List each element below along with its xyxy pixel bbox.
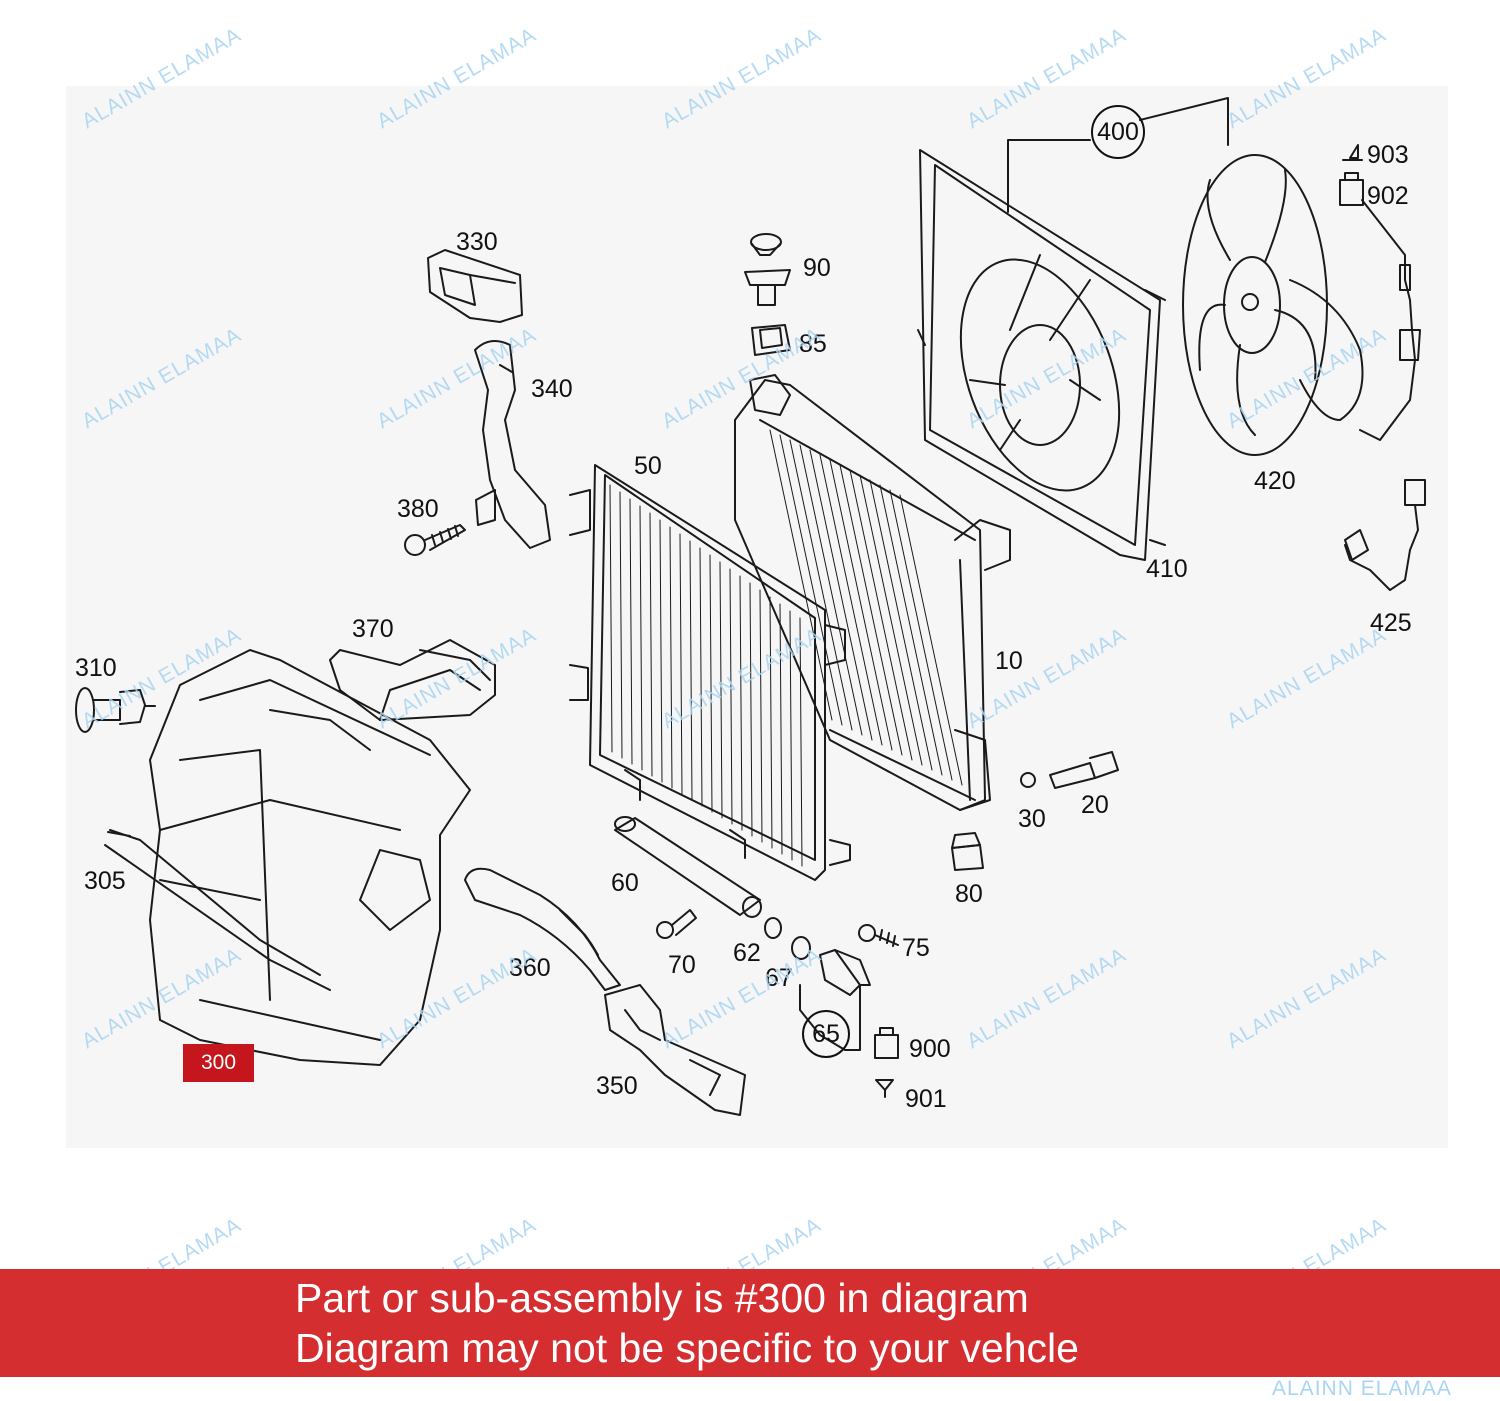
- condenser-50-drawing: [569, 464, 851, 881]
- callout-420: 420: [1254, 467, 1296, 495]
- radiator-10-drawing: [734, 374, 1011, 811]
- mount-85-drawing: [751, 324, 791, 356]
- bolt-380-drawing: [404, 524, 466, 556]
- drier-60-drawing: [614, 816, 762, 918]
- callout-75: 75: [902, 934, 930, 962]
- callout-20: 20: [1081, 791, 1109, 819]
- washer-30-drawing: [1020, 772, 1036, 788]
- plug-900-drawing: [874, 1027, 899, 1059]
- callout-310: 310: [75, 654, 117, 682]
- pressure-switch-65-drawing: [819, 949, 871, 996]
- oring-62-drawing: [764, 917, 782, 939]
- callout-400: 400: [1091, 105, 1145, 159]
- callout-30: 30: [1018, 805, 1046, 833]
- callout-80: 80: [955, 880, 983, 908]
- callout-900: 900: [909, 1035, 951, 1063]
- harness-drawing: [1359, 199, 1416, 441]
- highlighted-part-300: 300: [183, 1044, 254, 1082]
- duct-350-drawing: [604, 984, 746, 1116]
- callout-70: 70: [668, 951, 696, 979]
- callout-90: 90: [803, 254, 831, 282]
- leader-400-left: [1007, 139, 1091, 213]
- hose-360-drawing: [464, 867, 621, 991]
- watermark-bottom: ALAINN ELAMAA: [1272, 1377, 1452, 1400]
- banner-line-2: Diagram may not be specific to your vehc…: [295, 1325, 1079, 1371]
- pipe-340-drawing: [474, 340, 551, 549]
- callout-903: 903: [1367, 141, 1409, 169]
- duct-370-drawing: [329, 639, 496, 721]
- callout-62: 62: [733, 939, 761, 967]
- callout-60: 60: [611, 869, 639, 897]
- bolt-70-drawing: [656, 909, 697, 939]
- pin-901-drawing: [875, 1079, 894, 1098]
- clip-310-drawing: [75, 687, 156, 733]
- sensor-425-drawing: [1344, 479, 1426, 591]
- fan-frame-410-drawing: [917, 149, 1166, 561]
- clip-90-drawing: [744, 233, 791, 306]
- fan-420-drawing: [1182, 154, 1364, 456]
- callout-10: 10: [995, 647, 1023, 675]
- callout-67: 67: [765, 964, 793, 992]
- shroud-300-drawing: [104, 649, 471, 1066]
- callout-425: 425: [1370, 609, 1412, 637]
- banner-line-1: Part or sub-assembly is #300 in diagram: [295, 1275, 1029, 1321]
- callout-360: 360: [509, 954, 551, 982]
- callout-50: 50: [634, 452, 662, 480]
- callout-65: 65: [802, 1010, 850, 1058]
- notice-banner: Part or sub-assembly is #300 in diagram …: [0, 1269, 1500, 1377]
- connector-902-drawing: [1339, 172, 1364, 206]
- callout-902: 902: [1367, 182, 1409, 210]
- intake-330-drawing: [427, 249, 523, 323]
- connector-903-drawing: [1342, 144, 1363, 161]
- callout-410: 410: [1146, 555, 1188, 583]
- callout-305: 305: [84, 867, 126, 895]
- bolt-75-drawing: [858, 924, 899, 947]
- strip-305-drawing: [107, 831, 131, 837]
- bleed-screw-20-drawing: [1049, 751, 1119, 789]
- diagram-panel: [66, 86, 1448, 1148]
- oring-67-drawing: [791, 936, 811, 960]
- callout-380: 380: [397, 495, 439, 523]
- cap-80-drawing: [951, 832, 984, 871]
- callout-350: 350: [596, 1072, 638, 1100]
- callout-330: 330: [456, 228, 498, 256]
- callout-340: 340: [531, 375, 573, 403]
- callout-901: 901: [905, 1085, 947, 1113]
- callout-85: 85: [799, 330, 827, 358]
- leader-400-right: [1139, 97, 1229, 146]
- callout-370: 370: [352, 615, 394, 643]
